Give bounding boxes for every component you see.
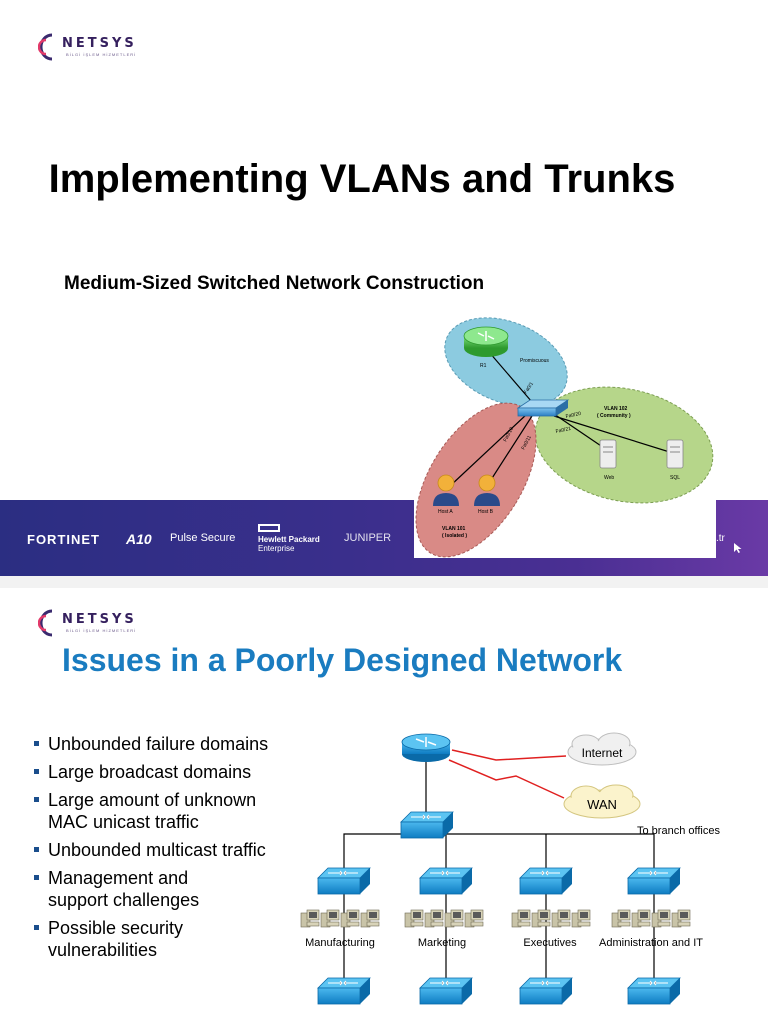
cursor-arrow-icon bbox=[734, 543, 742, 553]
list-item-text: Unbounded failure domains bbox=[48, 734, 269, 754]
host-a-icon bbox=[433, 474, 459, 506]
network-diagram: Internet WAN To branch offices bbox=[296, 728, 768, 1024]
slide-1: NETSYS BİLGİ İŞLEM HİZMETLERİ Implementi… bbox=[0, 32, 768, 576]
web-server-icon bbox=[599, 439, 617, 469]
netsys-logo: NETSYS BİLGİ İŞLEM HİZMETLERİ bbox=[38, 608, 137, 638]
vlan102-title: VLAN 102 bbox=[604, 406, 628, 412]
internet-cloud-icon bbox=[567, 732, 637, 766]
partner-juniper: JUNIPER bbox=[344, 532, 392, 544]
partner-fortinet: FORTINET bbox=[27, 532, 100, 547]
list-item: Management and support challenges bbox=[30, 867, 300, 911]
issues-list: Unbounded failure domains Large broadcas… bbox=[30, 733, 300, 967]
pvlan-diagram: R1 Promiscuous Fa0/1 VLAN 102 ( Communit… bbox=[414, 312, 716, 558]
network-diagram-canvas: Internet WAN To branch offices bbox=[300, 732, 720, 1005]
access-switch-icon bbox=[317, 867, 371, 895]
list-item: Unbounded multicast traffic bbox=[30, 839, 300, 861]
workstation-icon bbox=[551, 909, 571, 928]
list-item-text: Large broadcast domains bbox=[48, 762, 252, 782]
port-sql-label: Fa0/21 bbox=[555, 426, 572, 435]
distribution-switch-icon bbox=[400, 811, 454, 839]
edge-switch-icon bbox=[519, 977, 573, 1005]
host-b-icon bbox=[474, 474, 500, 506]
workstation-icon bbox=[320, 909, 340, 928]
workstation-icon bbox=[424, 909, 444, 928]
list-item-text: Unbounded multicast traffic bbox=[48, 840, 266, 860]
edge-switch-icon bbox=[317, 977, 371, 1005]
workstation-icon bbox=[464, 909, 484, 928]
list-item: Unbounded failure domains bbox=[30, 733, 300, 755]
group-label-manufacturing: Manufacturing bbox=[305, 937, 375, 949]
workstation-icon bbox=[404, 909, 424, 928]
list-item: Large amount of unknown MAC unicast traf… bbox=[30, 789, 300, 833]
group-label-administration: Administration and IT bbox=[599, 937, 703, 949]
netsys-logo-icon bbox=[38, 33, 53, 61]
list-item: Possible security vulnerabilities bbox=[30, 917, 300, 961]
server-web-label: Web bbox=[604, 475, 614, 481]
page-title: Implementing VLANs and Trunks bbox=[48, 157, 676, 201]
partner-domain-fragment: .tr bbox=[716, 533, 725, 544]
partner-a10: A10 bbox=[126, 531, 152, 547]
netsys-logo: NETSYS BİLGİ İŞLEM HİZMETLERİ bbox=[38, 32, 137, 62]
router-icon bbox=[463, 326, 509, 357]
slide-2: NETSYS BİLGİ İŞLEM HİZMETLERİ Issues in … bbox=[0, 588, 768, 1024]
slide-title: Issues in a Poorly Designed Network bbox=[62, 642, 623, 678]
logo-name: NETSYS bbox=[62, 612, 137, 627]
list-item: Large broadcast domains bbox=[30, 761, 300, 783]
workstation-icon bbox=[531, 909, 551, 928]
access-switch-icon bbox=[627, 867, 681, 895]
workstation-icon bbox=[611, 909, 631, 928]
vlan101-title: VLAN 101 bbox=[442, 526, 466, 532]
access-switch-icon bbox=[419, 867, 473, 895]
netsys-logo-icon bbox=[38, 609, 53, 637]
workstation-icon bbox=[444, 909, 464, 928]
internet-label: Internet bbox=[582, 746, 623, 760]
logo-name: NETSYS bbox=[62, 36, 137, 51]
partner-hpe-line1: Hewlett Packard bbox=[258, 535, 320, 544]
logo-tagline: BİLGİ İŞLEM HİZMETLERİ bbox=[66, 52, 137, 57]
workstation-icon bbox=[571, 909, 591, 928]
list-item-text: Large amount of unknown MAC unicast traf… bbox=[48, 790, 257, 832]
sql-server-icon bbox=[666, 439, 684, 469]
vlan101-subtitle: ( Isolated ) bbox=[442, 533, 467, 539]
list-item-text: Possible security vulnerabilities bbox=[48, 918, 184, 960]
workstation-icon bbox=[300, 909, 320, 928]
page-subtitle: Medium-Sized Switched Network Constructi… bbox=[64, 273, 485, 294]
vlan102-zone bbox=[534, 386, 714, 504]
slide-separator bbox=[0, 576, 768, 588]
router-label: R1 bbox=[480, 363, 487, 369]
host-a-label: Host A bbox=[438, 509, 453, 515]
group-label-marketing: Marketing bbox=[418, 937, 466, 949]
workstation-icon bbox=[651, 909, 671, 928]
workstation-icon bbox=[631, 909, 651, 928]
port-web-label: Fa0/20 bbox=[565, 411, 582, 420]
workstation-icon bbox=[671, 909, 691, 928]
wan-label: WAN bbox=[587, 797, 617, 812]
logo-tagline: BİLGİ İŞLEM HİZMETLERİ bbox=[66, 628, 137, 633]
wan-cloud-icon bbox=[563, 784, 641, 819]
workstation-icon bbox=[511, 909, 531, 928]
list-item-text: Management and support challenges bbox=[48, 868, 200, 910]
group-label-executives: Executives bbox=[523, 937, 577, 949]
host-b-label: Host B bbox=[478, 509, 494, 515]
switch-icon bbox=[516, 399, 570, 417]
edge-switch-icon bbox=[419, 977, 473, 1005]
pvlan-diagram-canvas: R1 Promiscuous Fa0/1 VLAN 102 ( Communit… bbox=[415, 317, 714, 558]
promiscuous-label: Promiscuous bbox=[520, 358, 549, 364]
partner-hpe-line2: Enterprise bbox=[258, 544, 295, 553]
vlan102-subtitle: ( Community ) bbox=[597, 413, 631, 419]
access-switch-icon bbox=[519, 867, 573, 895]
server-sql-label: SQL bbox=[670, 475, 680, 481]
partner-pulse-secure: Pulse Secure bbox=[170, 532, 236, 544]
core-router-icon bbox=[401, 733, 451, 762]
branch-offices-label: To branch offices bbox=[637, 825, 720, 837]
edge-switch-icon bbox=[627, 977, 681, 1005]
workstation-icon bbox=[360, 909, 380, 928]
hpe-logo-icon bbox=[258, 524, 280, 532]
